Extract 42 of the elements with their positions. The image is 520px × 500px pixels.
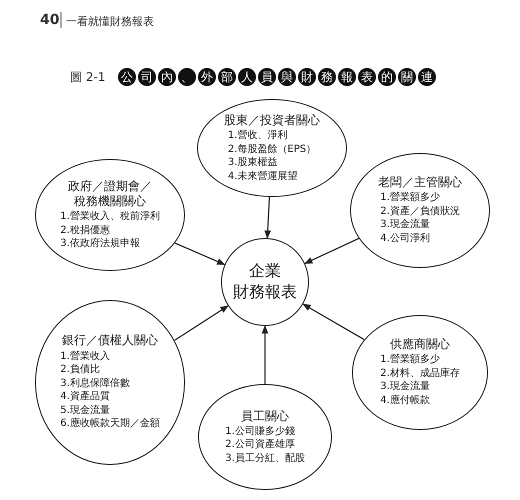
list-item: 4.應付帳款 [380,394,430,408]
list-item: 4.公司淨利 [380,232,430,246]
arrow [264,196,272,239]
circle-heading: 政府／證期會／稅務機關關心 [67,179,153,208]
circle-heading: 股東／投資者關心 [224,112,320,128]
arrow [304,238,360,264]
arrow [262,325,268,384]
list-item: 2.每股盈餘（EPS） [228,142,316,156]
list-item: 4.資產品質 [60,390,110,404]
list-item: 4.未來營運展望 [228,170,298,184]
list-item: 3.員工分紅、配股 [225,452,305,466]
arrow [174,305,229,341]
list-item: 1.公司賺多少錢 [225,424,295,438]
list-item: 2.材料、成品庫存 [380,366,460,380]
list-item: 1.營業額多少 [380,191,440,205]
center-title: 財務報表 [233,282,297,303]
list-item: 3.依政府法規申報 [60,237,140,251]
list-item: 1.營業收入 [60,350,110,364]
list-item: 1.營收、淨利 [228,129,288,143]
center-title: 企業 [249,261,281,282]
circle-heading: 銀行／債權人關心 [62,333,158,348]
list-item: 3.利息保障倍數 [60,376,130,390]
list-item: 1.營業收入、稅前淨利 [60,210,160,224]
circle-heading: 供應商關心 [390,336,450,352]
list-item: 2.稅捐優惠 [60,224,110,238]
list-item: 1.營業額多少 [380,353,440,367]
page-number: 40 [40,12,60,28]
list-item: 3.股東權益 [228,156,278,170]
list-item: 5.現金流量 [60,404,110,418]
list-item: 3.現金流量 [380,380,430,394]
list-item: 2.公司資產雄厚 [225,438,295,452]
arrow [174,242,226,266]
list-item: 2.負債比 [60,363,100,377]
figure-number: 圖 2-1 [70,69,106,86]
circle-heading: 老闆／主管關心 [378,174,462,190]
list-item: 3.現金流量 [380,218,430,232]
circle-heading: 員工關心 [241,408,289,423]
list-item: 6.應收帳款天期／金額 [60,417,160,431]
running-header: 一看就懂財務報表 [66,14,154,29]
figure-title: 公司內、外部人員與財務報表的關連 [118,68,436,86]
list-item: 2.資產／負債狀況 [380,204,460,218]
arrow [302,304,364,340]
